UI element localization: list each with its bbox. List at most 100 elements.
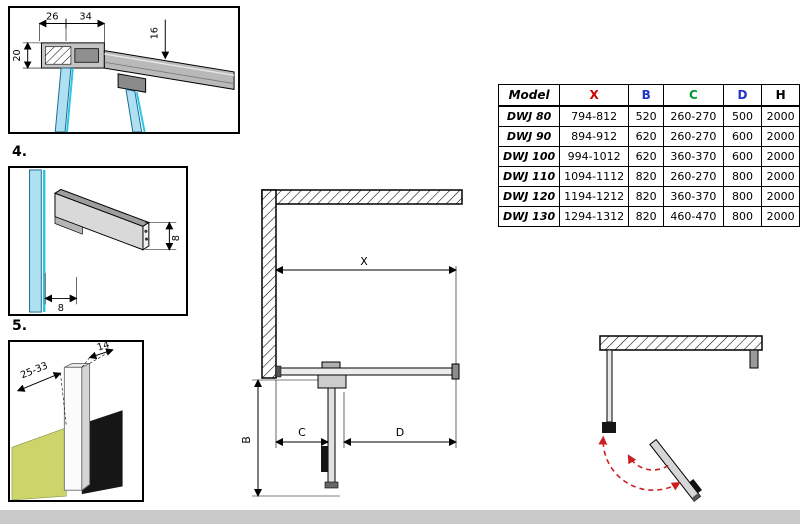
profile-end-face — [142, 221, 150, 251]
door-swing-arc-outer — [598, 435, 681, 491]
cell-c: 260-270 — [663, 126, 724, 147]
cell-d: 600 — [722, 126, 763, 147]
cell-x: 994-1012 — [559, 146, 630, 167]
dim-c-label: C — [298, 426, 306, 439]
cell-x: 1094-1112 — [559, 166, 630, 187]
dim-14-label: 14 — [96, 342, 111, 354]
screw-channel — [144, 229, 148, 233]
cell-c: 360-370 — [663, 146, 724, 167]
dim-b: B — [240, 379, 340, 497]
hinge-top-plate — [321, 361, 341, 369]
profile-detail-drawing: 8 8 — [29, 169, 182, 314]
cell-b: 820 — [628, 166, 665, 187]
screw-channel — [144, 237, 149, 241]
clamp-insert — [74, 48, 99, 63]
cell-h: 2000 — [761, 186, 800, 207]
glass-edge — [66, 67, 74, 132]
cell-c: 360-370 — [663, 186, 724, 207]
dim-wall-range: 25-33 — [16, 360, 67, 426]
door-end-cap — [324, 481, 339, 489]
profile-front-face — [63, 366, 83, 491]
wall — [599, 335, 763, 351]
cell-c: 460-470 — [663, 206, 724, 227]
cell-x: 1294-1312 — [559, 206, 630, 227]
hinge-housing — [317, 374, 347, 389]
dim-d-label: D — [396, 426, 404, 439]
main-top-view-drawing: X B C D — [240, 189, 463, 497]
section-label-4: 4. — [12, 144, 28, 160]
dim-x: X — [275, 255, 457, 448]
glass-edge-2 — [135, 92, 146, 132]
dim-26-34: 26 34 — [38, 12, 106, 49]
cell-b: 520 — [628, 105, 665, 127]
bar-right-bracket — [451, 363, 460, 380]
wall-section — [11, 427, 67, 500]
pivot-bracket — [602, 422, 616, 433]
cell-d: 800 — [722, 166, 763, 187]
cell-model: DWJ 120 — [497, 186, 561, 207]
cell-c: 260-270 — [663, 105, 724, 127]
dim-8v-label: 8 — [171, 235, 182, 241]
dim-d: D — [343, 392, 457, 448]
door-swing-arc-inner — [627, 454, 669, 471]
table-header-row: Model X B C D H — [497, 84, 800, 107]
table-header-3: C — [663, 84, 724, 107]
section-label-5: 5. — [12, 318, 28, 334]
table-row: DWJ 120 1194-1212 820 360-370 800 2000 — [497, 186, 800, 207]
dim-20: 20 — [12, 41, 42, 70]
cell-c: 260-270 — [663, 166, 724, 187]
cell-d: 600 — [722, 146, 763, 167]
table-row: DWJ 90 894-912 620 260-270 600 2000 — [497, 126, 800, 147]
dim-x-label: X — [360, 255, 368, 268]
table-header-2: B — [628, 84, 665, 107]
cell-h: 2000 — [761, 126, 800, 147]
right-wall-profile — [749, 349, 759, 369]
glass-panel-2 — [125, 88, 143, 132]
cell-x: 894-912 — [559, 126, 630, 147]
footer-bar — [0, 510, 800, 524]
fixed-glass-panel — [606, 349, 613, 423]
cell-b: 820 — [628, 186, 665, 207]
cell-x: 1194-1212 — [559, 186, 630, 207]
table-row: DWJ 110 1094-1112 820 260-270 800 2000 — [497, 166, 800, 187]
support-bar-highlight — [104, 53, 235, 77]
cell-h: 2000 — [761, 206, 800, 227]
bar-glass-clamp — [117, 73, 147, 93]
table-header-1: X — [559, 84, 630, 107]
door-handle — [321, 446, 328, 472]
table-header-5: H — [761, 84, 800, 107]
cell-b: 620 — [628, 146, 665, 167]
cell-model: DWJ 110 — [497, 166, 561, 187]
cell-d: 500 — [722, 105, 763, 127]
clamp-section-hatch — [45, 46, 72, 65]
glass-panel — [29, 169, 42, 313]
detail-panel-profile-8: 8 8 — [8, 166, 188, 316]
door-handle — [689, 479, 702, 494]
dim-34-label: 34 — [79, 12, 92, 23]
profile-side-face — [81, 362, 91, 492]
detail-panel-wall-profile: 25-33 14 — [8, 340, 144, 502]
cell-d: 800 — [722, 186, 763, 207]
top-profile-bar — [275, 367, 453, 376]
cell-h: 2000 — [761, 146, 800, 167]
door-swing-drawing — [598, 335, 763, 502]
cell-b: 820 — [628, 206, 665, 227]
table-header-0: Model — [497, 84, 561, 107]
cell-model: DWJ 130 — [497, 206, 561, 227]
cell-model: DWJ 100 — [497, 146, 561, 167]
spec-table: Model X B C D H DWJ 80 794-812 520 260-2… — [497, 84, 800, 227]
dim-8h-label: 8 — [58, 303, 64, 314]
table-row: DWJ 100 994-1012 620 360-370 600 2000 — [497, 146, 800, 167]
top-wall — [261, 189, 463, 205]
shadow-recess — [81, 410, 123, 495]
cell-x: 794-812 — [559, 105, 630, 127]
table-header-4: D — [722, 84, 763, 107]
dim-16: 16 — [149, 19, 170, 60]
dim-26-label: 26 — [46, 12, 59, 23]
cell-h: 2000 — [761, 105, 800, 127]
cell-h: 2000 — [761, 166, 800, 187]
left-wall — [261, 189, 277, 379]
wall-profile-drawing: 25-33 14 — [11, 342, 123, 500]
table-row: DWJ 130 1294-1312 820 460-470 800 2000 — [497, 206, 800, 227]
